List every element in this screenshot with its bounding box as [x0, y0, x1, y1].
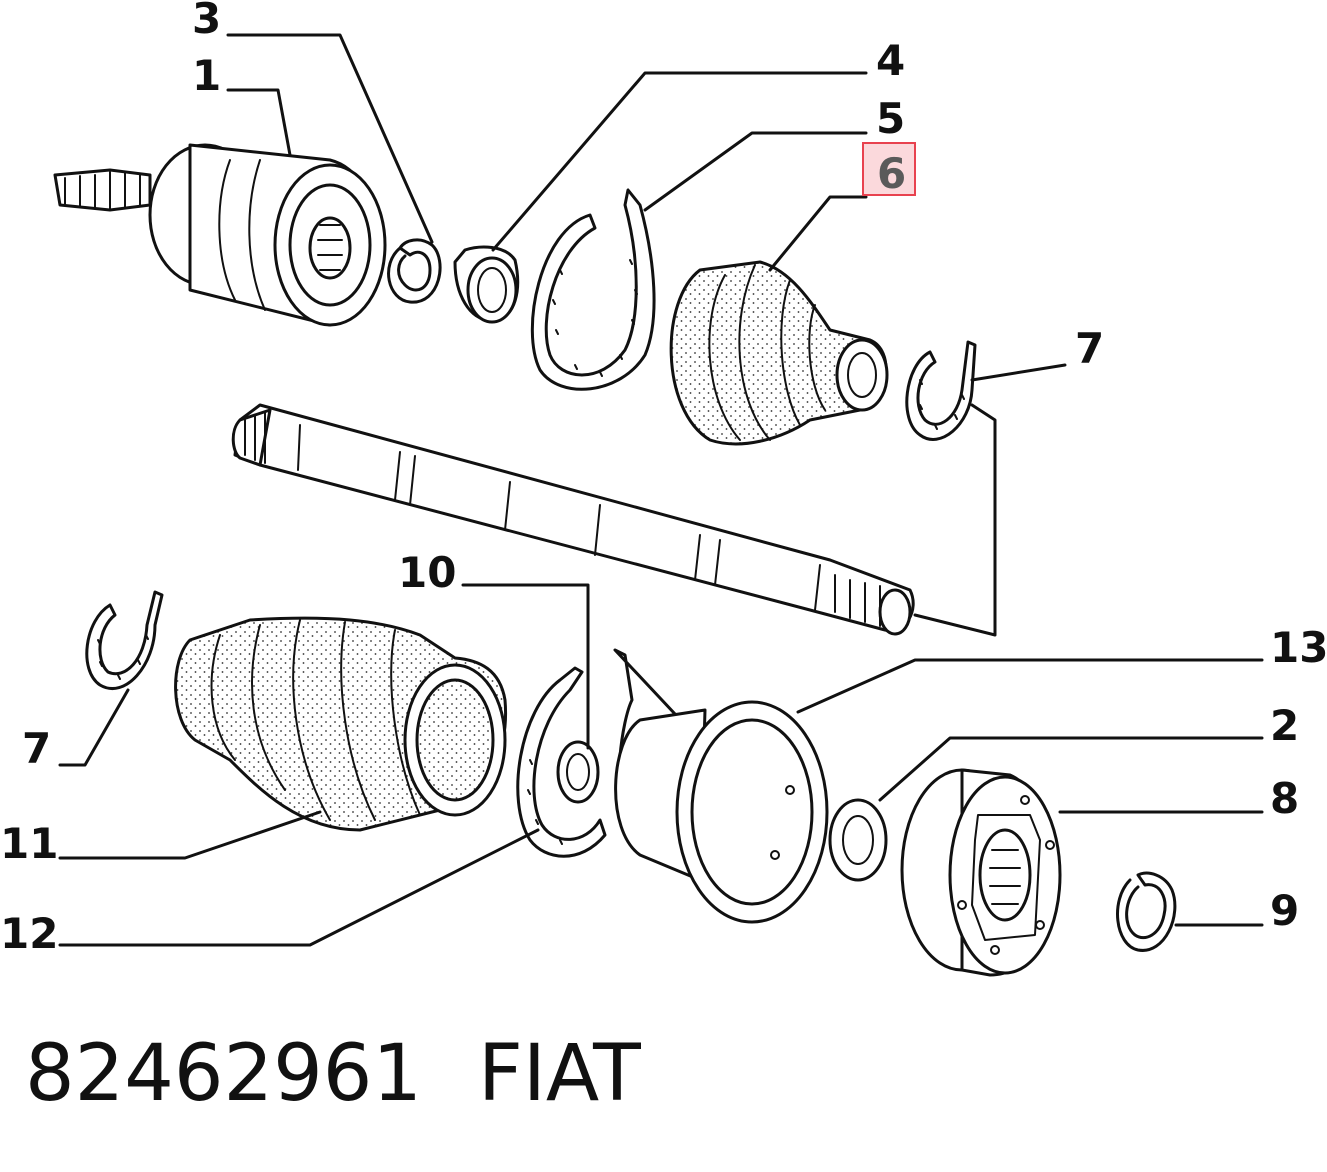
- part-9-circlip: [1116, 871, 1177, 952]
- drive-shaft: [231, 403, 915, 636]
- callout-7-upper: 7: [1075, 324, 1104, 373]
- part-6-boot: [669, 260, 889, 446]
- callout-1: 1: [192, 51, 221, 100]
- part-12-clamp: [516, 666, 607, 858]
- callout-2: 2: [1270, 701, 1299, 750]
- callout-8: 8: [1270, 774, 1299, 823]
- callout-12: 12: [0, 909, 58, 958]
- part-2-washer: [828, 798, 888, 882]
- callout-6: 6: [877, 149, 906, 198]
- callout-3: 3: [192, 0, 221, 43]
- part-7-clamp-lower: [85, 590, 164, 690]
- callout-4: 4: [876, 36, 905, 85]
- part-5-clamp: [530, 188, 656, 391]
- callout-7-lower: 7: [22, 724, 51, 773]
- part-7-clamp-upper: [905, 340, 977, 441]
- part-11-boot: [174, 616, 508, 832]
- part-10-seal: [556, 740, 600, 804]
- brand-name: FIAT: [478, 1029, 641, 1119]
- callout-9: 9: [1270, 886, 1299, 935]
- part-number: 82462961: [25, 1029, 422, 1119]
- callout-10: 10: [398, 548, 456, 597]
- leader-lines: [58, 33, 1264, 947]
- part-8-inner-joint: [900, 768, 1062, 977]
- callout-5: 5: [876, 94, 905, 143]
- part-13-cover: [613, 648, 829, 924]
- highlight-box: [862, 142, 916, 196]
- part-1-cv-joint: [53, 143, 387, 327]
- part-3-circlip: [387, 238, 442, 304]
- callout-13: 13: [1270, 623, 1327, 672]
- part-4-bush: [453, 245, 520, 324]
- callout-11: 11: [0, 819, 58, 868]
